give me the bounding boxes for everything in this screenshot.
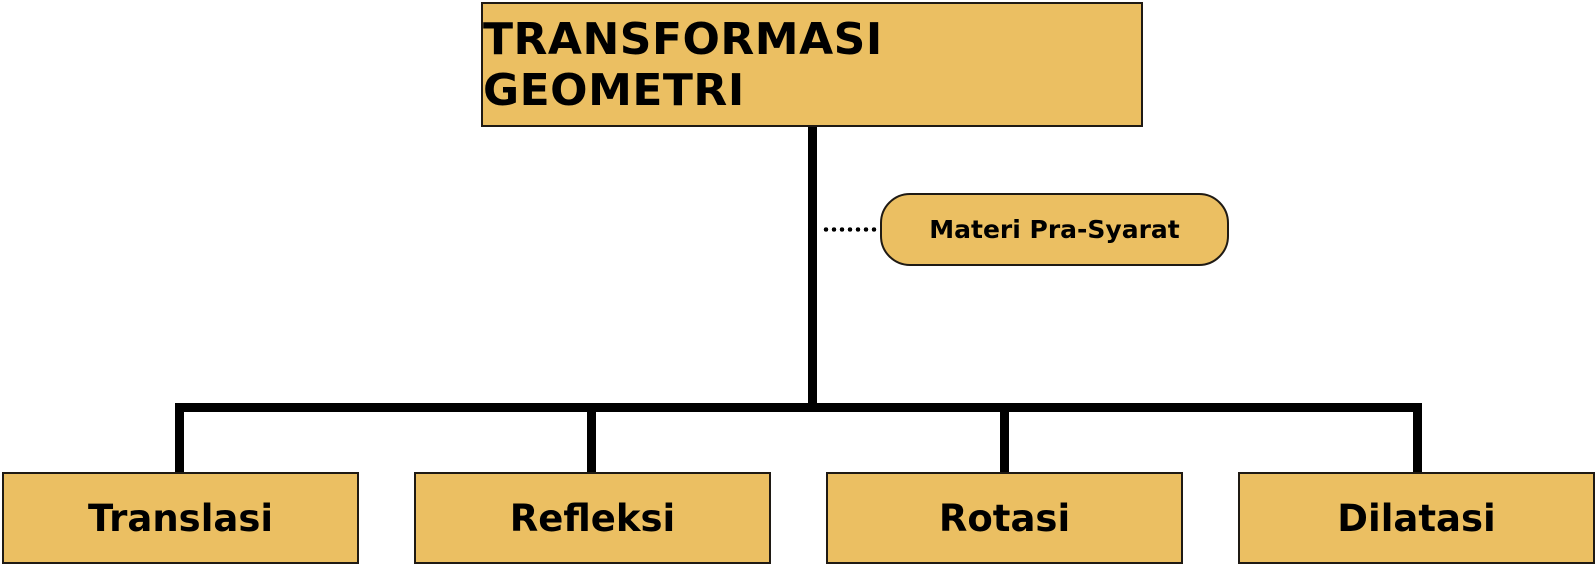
dotted-connector: [822, 227, 877, 232]
root-stem-connector: [808, 127, 817, 408]
child-node-label: Rotasi: [938, 496, 1071, 540]
child-node-label: Refleksi: [509, 496, 676, 540]
prerequisite-node: Materi Pra-Syarat: [880, 193, 1229, 266]
root-node: TRANSFORMASI GEOMETRI: [481, 2, 1143, 127]
child-node-refleksi: Refleksi: [414, 472, 771, 564]
branch-drop-refleksi: [587, 403, 596, 472]
child-node-label: Translasi: [87, 496, 274, 540]
horizontal-branch-connector: [175, 403, 1422, 412]
branch-drop-dilatasi: [1413, 403, 1422, 472]
child-node-dilatasi: Dilatasi: [1238, 472, 1595, 564]
branch-drop-translasi: [175, 403, 184, 472]
prerequisite-node-label: Materi Pra-Syarat: [929, 215, 1180, 244]
branch-drop-rotasi: [1000, 403, 1009, 472]
child-node-translasi: Translasi: [2, 472, 359, 564]
child-node-label: Dilatasi: [1337, 496, 1496, 540]
root-node-label: TRANSFORMASI GEOMETRI: [483, 13, 883, 116]
child-node-rotasi: Rotasi: [826, 472, 1183, 564]
